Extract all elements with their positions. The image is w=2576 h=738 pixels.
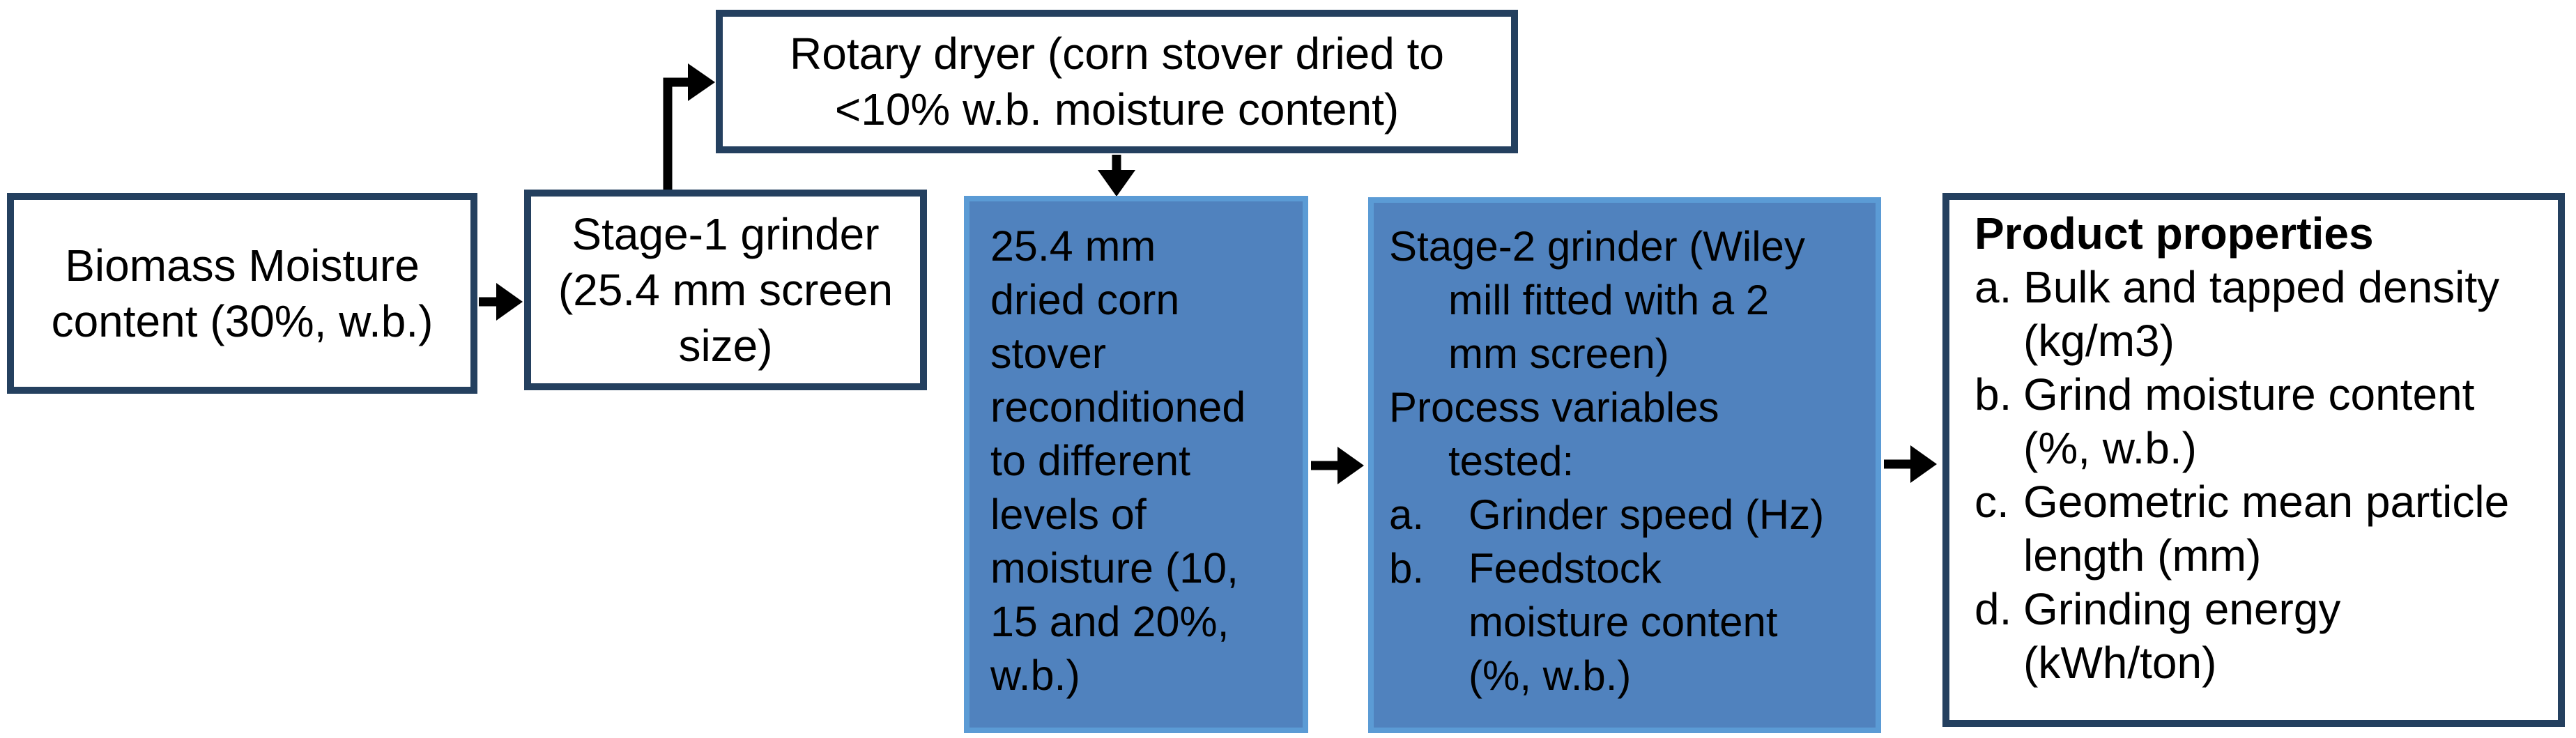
text-line: moisture (10, bbox=[990, 544, 1239, 592]
node-title: Product properties bbox=[1975, 208, 2374, 259]
text-line: Process variables bbox=[1389, 384, 1719, 431]
list-marker: b. bbox=[1389, 545, 1425, 592]
text-line: w.b.) bbox=[990, 652, 1080, 699]
text-line: levels of bbox=[990, 491, 1147, 538]
text-line: Grinder speed (Hz) bbox=[1469, 491, 1825, 538]
text-line: 15 and 20%, bbox=[990, 598, 1229, 645]
list-marker: a. bbox=[1975, 262, 2012, 312]
list-item: b. Feedstock bbox=[1389, 541, 1873, 595]
text-line: mill fitted with a 2 bbox=[1448, 277, 1770, 323]
text-line: Geometric mean particle bbox=[2023, 477, 2510, 527]
list-item: c. Geometric mean particle bbox=[1975, 475, 2554, 529]
text-line: content (30%, w.b.) bbox=[51, 296, 434, 346]
text-line: mm screen) bbox=[1448, 330, 1669, 377]
stage1-grinder-node: Stage-1 grinder (25.4 mm screen size) bbox=[524, 190, 927, 390]
arrow-stage1-to-rotary-dryer bbox=[663, 63, 715, 190]
list-marker: d. bbox=[1975, 584, 2012, 634]
text-line: reconditioned bbox=[990, 383, 1246, 431]
list-item: a.Bulk and tapped density bbox=[1975, 261, 2554, 314]
text-line: length (mm) bbox=[2023, 530, 2262, 581]
biomass-moisture-node: Biomass Moisture content (30%, w.b.) bbox=[7, 193, 477, 394]
arrow-stage2-to-product bbox=[1884, 445, 1937, 483]
text-line: (%, w.b.) bbox=[1469, 652, 1632, 699]
list-item: b.Grind moisture content bbox=[1975, 368, 2554, 422]
text-line: (kWh/ton) bbox=[2023, 638, 2217, 688]
arrow-rotary-to-reconditioned bbox=[1098, 155, 1135, 197]
text-line: (25.4 mm screen bbox=[558, 265, 894, 315]
text-line: Stage-1 grinder bbox=[572, 209, 880, 259]
reconditioned-stover-node: 25.4 mm dried corn stover reconditioned … bbox=[964, 196, 1308, 733]
text-line: stover bbox=[990, 330, 1107, 377]
list-marker: c. bbox=[1975, 477, 2009, 527]
text-line: to different bbox=[990, 437, 1191, 484]
text-line: <10% w.b. moisture content) bbox=[834, 84, 1400, 134]
text-line: Bulk and tapped density bbox=[2023, 262, 2500, 312]
text-line: Feedstock bbox=[1469, 545, 1662, 592]
text-line: moisture content bbox=[1469, 599, 1778, 645]
text-line: (%, w.b.) bbox=[2023, 423, 2197, 473]
list-item: d.Grinding energy bbox=[1975, 583, 2554, 636]
list-marker: b. bbox=[1975, 369, 2012, 420]
text-line: Grinding energy bbox=[2023, 584, 2341, 634]
text-line: tested: bbox=[1448, 438, 1574, 484]
text-line: Biomass Moisture bbox=[65, 240, 420, 291]
text-line: size) bbox=[678, 321, 773, 371]
list-item: a. Grinder speed (Hz) bbox=[1389, 488, 1873, 541]
text-line: dried corn bbox=[990, 276, 1180, 323]
arrow-reconditioned-to-stage2 bbox=[1311, 447, 1364, 484]
list-marker: a. bbox=[1389, 491, 1425, 538]
rotary-dryer-node: Rotary dryer (corn stover dried to <10% … bbox=[716, 10, 1518, 153]
text-line: Rotary dryer (corn stover dried to bbox=[790, 29, 1444, 79]
product-properties-node: Product properties a.Bulk and tapped den… bbox=[1942, 193, 2565, 727]
text-line: (kg/m3) bbox=[2023, 316, 2175, 366]
stage2-grinder-node: Stage-2 grinder (Wiley mill fitted with … bbox=[1368, 197, 1881, 733]
text-line: Stage-2 grinder (Wiley bbox=[1389, 223, 1805, 270]
arrow-biomass-to-stage1 bbox=[479, 283, 523, 321]
text-line: Grind moisture content bbox=[2023, 369, 2475, 420]
text-line: 25.4 mm bbox=[990, 222, 1156, 270]
